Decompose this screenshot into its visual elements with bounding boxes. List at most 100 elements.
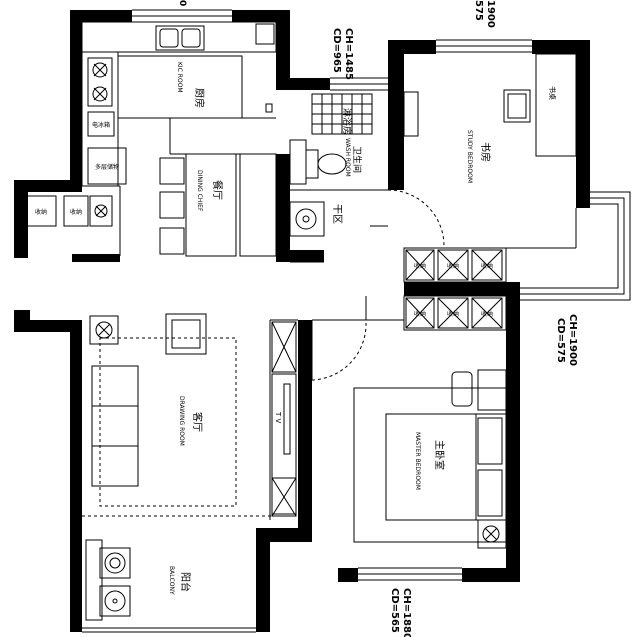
dresser bbox=[451, 371, 473, 407]
master-bedroom: 主卧室 MASTER BEDROOM bbox=[311, 320, 507, 549]
multi-storage-cabinet bbox=[87, 147, 127, 185]
wall-dining-right bbox=[276, 154, 290, 262]
dining: 餐厅 DINING CHIEF 收纳 收纳 bbox=[25, 153, 277, 257]
dining-sideboard bbox=[239, 153, 277, 257]
kitchen-en: KIC ROOM bbox=[176, 62, 183, 93]
sofa bbox=[91, 365, 139, 487]
study-en: STUDY BEDROOM bbox=[466, 130, 473, 183]
dining-zh: 餐厅 bbox=[211, 180, 224, 200]
wall-kitchen-top-right bbox=[232, 10, 290, 22]
tv bbox=[283, 383, 291, 455]
pillow-2 bbox=[477, 469, 503, 517]
bathroom-zh: 卫生间 bbox=[351, 146, 363, 173]
wall-master-top bbox=[404, 282, 520, 296]
wall-study-right bbox=[576, 40, 590, 208]
wall-balcony-right bbox=[256, 530, 270, 632]
study-zh: 书房 bbox=[479, 142, 492, 162]
dim-bath-cd: CD=965 bbox=[331, 28, 342, 73]
dim-bath-ch: CH=1485 bbox=[343, 28, 354, 80]
living-zh: 客厅 bbox=[191, 412, 204, 432]
tv-cabinet-lower bbox=[271, 477, 297, 517]
wardrobe-upper: 收纳 收纳 收纳 bbox=[403, 247, 507, 283]
dim-top-left: 0 bbox=[177, 0, 187, 6]
armchair bbox=[165, 313, 207, 355]
wall-balcony-step bbox=[256, 528, 312, 542]
dining-en: DINING CHIEF bbox=[196, 170, 203, 212]
wall-living-left bbox=[70, 320, 82, 530]
tv-label: T V bbox=[274, 411, 282, 424]
dim-study-ch: CH=1900 bbox=[567, 314, 578, 366]
bed-frame bbox=[353, 387, 507, 543]
storage-unit-1 bbox=[25, 195, 57, 227]
wall-living-top-bar bbox=[14, 320, 82, 332]
kitchen: 电冰箱 多层储物 厨房 KIC ROOM bbox=[81, 21, 277, 187]
shower-label: 淋浴房 bbox=[341, 108, 353, 135]
study: 书桌 书房 STUDY BEDROOM bbox=[466, 53, 577, 183]
dining-chair-3 bbox=[159, 227, 185, 255]
balcony-zh: 阳台 bbox=[179, 572, 192, 592]
fridge bbox=[87, 111, 115, 137]
toilet-bowl bbox=[317, 153, 347, 175]
living-en: DRAWING ROOM bbox=[178, 396, 185, 446]
wall-left-jog bbox=[14, 180, 82, 192]
toilet-tank bbox=[305, 149, 319, 179]
wardrobe-label-1: 收纳 bbox=[414, 262, 426, 270]
wall-study-top-left bbox=[388, 40, 436, 54]
nightstand-bottom bbox=[477, 519, 507, 549]
wall-bath-top bbox=[290, 78, 330, 90]
wardrobe-upper-cells bbox=[405, 249, 503, 281]
wardrobe-label-4: 收纳 bbox=[414, 310, 426, 318]
sink bbox=[155, 25, 205, 51]
wardrobe-label-2: 收纳 bbox=[447, 262, 459, 270]
bathroom-en: WASH ROOM bbox=[344, 138, 351, 177]
bed bbox=[385, 413, 507, 521]
bathroom: 淋浴房 卫生间 WASH ROOM 干区 bbox=[289, 91, 445, 247]
master-en: MASTER BEDROOM bbox=[414, 432, 421, 490]
wardrobe-label-5: 收纳 bbox=[447, 310, 459, 318]
dining-chair-2 bbox=[159, 191, 185, 219]
kitchen-counter-top bbox=[81, 21, 277, 53]
wall-kitchen-bottom bbox=[72, 254, 120, 262]
outlet bbox=[265, 103, 273, 113]
wall-study-top-right bbox=[532, 40, 590, 54]
wall-bath-right bbox=[388, 40, 404, 190]
kitchen-corner-box bbox=[255, 23, 275, 45]
dining-chair-1 bbox=[159, 157, 185, 185]
wall-master-bottom-left bbox=[338, 568, 358, 582]
kitchen-island bbox=[117, 55, 243, 119]
stove-icon-small bbox=[89, 195, 113, 227]
shower-panel bbox=[403, 91, 419, 137]
storage-unit-1-label: 收纳 bbox=[35, 208, 47, 216]
tv-cabinet-upper bbox=[271, 321, 297, 373]
side-table-icon bbox=[89, 315, 119, 345]
wardrobe-label-3: 收纳 bbox=[481, 262, 493, 270]
storage-unit-2 bbox=[63, 195, 89, 227]
dim-top-right-ch: 1900 bbox=[485, 0, 496, 28]
dim-study-cd: CD=575 bbox=[555, 318, 566, 363]
balcony: 阳台 BALCONY bbox=[85, 539, 192, 621]
basin bbox=[295, 208, 317, 230]
master-zh: 主卧室 bbox=[433, 440, 446, 470]
nightstand-top bbox=[477, 369, 507, 411]
wall-master-left bbox=[298, 320, 312, 528]
dim-bottom-cd: CD=565 bbox=[389, 588, 400, 633]
wall-kitchen-right-upper bbox=[276, 10, 290, 78]
outlines bbox=[82, 9, 631, 633]
walls bbox=[14, 10, 590, 632]
wall-dining-bottom bbox=[276, 250, 324, 262]
pillow-1 bbox=[477, 417, 503, 465]
balcony-sink bbox=[85, 539, 103, 621]
wall-left-low bbox=[14, 192, 28, 258]
washer bbox=[99, 547, 131, 579]
desk-label: 书桌 bbox=[548, 86, 557, 100]
dining-table bbox=[185, 153, 237, 257]
living-room: T V 客厅 DRAWING ROOM bbox=[89, 313, 297, 517]
wardrobe-label-6: 收纳 bbox=[481, 310, 493, 318]
dimensions: 0 1900 575 CH=1485 CD=965 CH=1900 CD=575… bbox=[177, 0, 578, 637]
dry-zone-cabinet bbox=[289, 201, 325, 237]
wardrobe-lower: 收纳 收纳 收纳 bbox=[403, 295, 507, 331]
multi-storage-label: 多层储物 bbox=[95, 163, 119, 171]
dry-zone-zh: 干区 bbox=[331, 204, 343, 224]
wall-master-right bbox=[506, 282, 520, 582]
